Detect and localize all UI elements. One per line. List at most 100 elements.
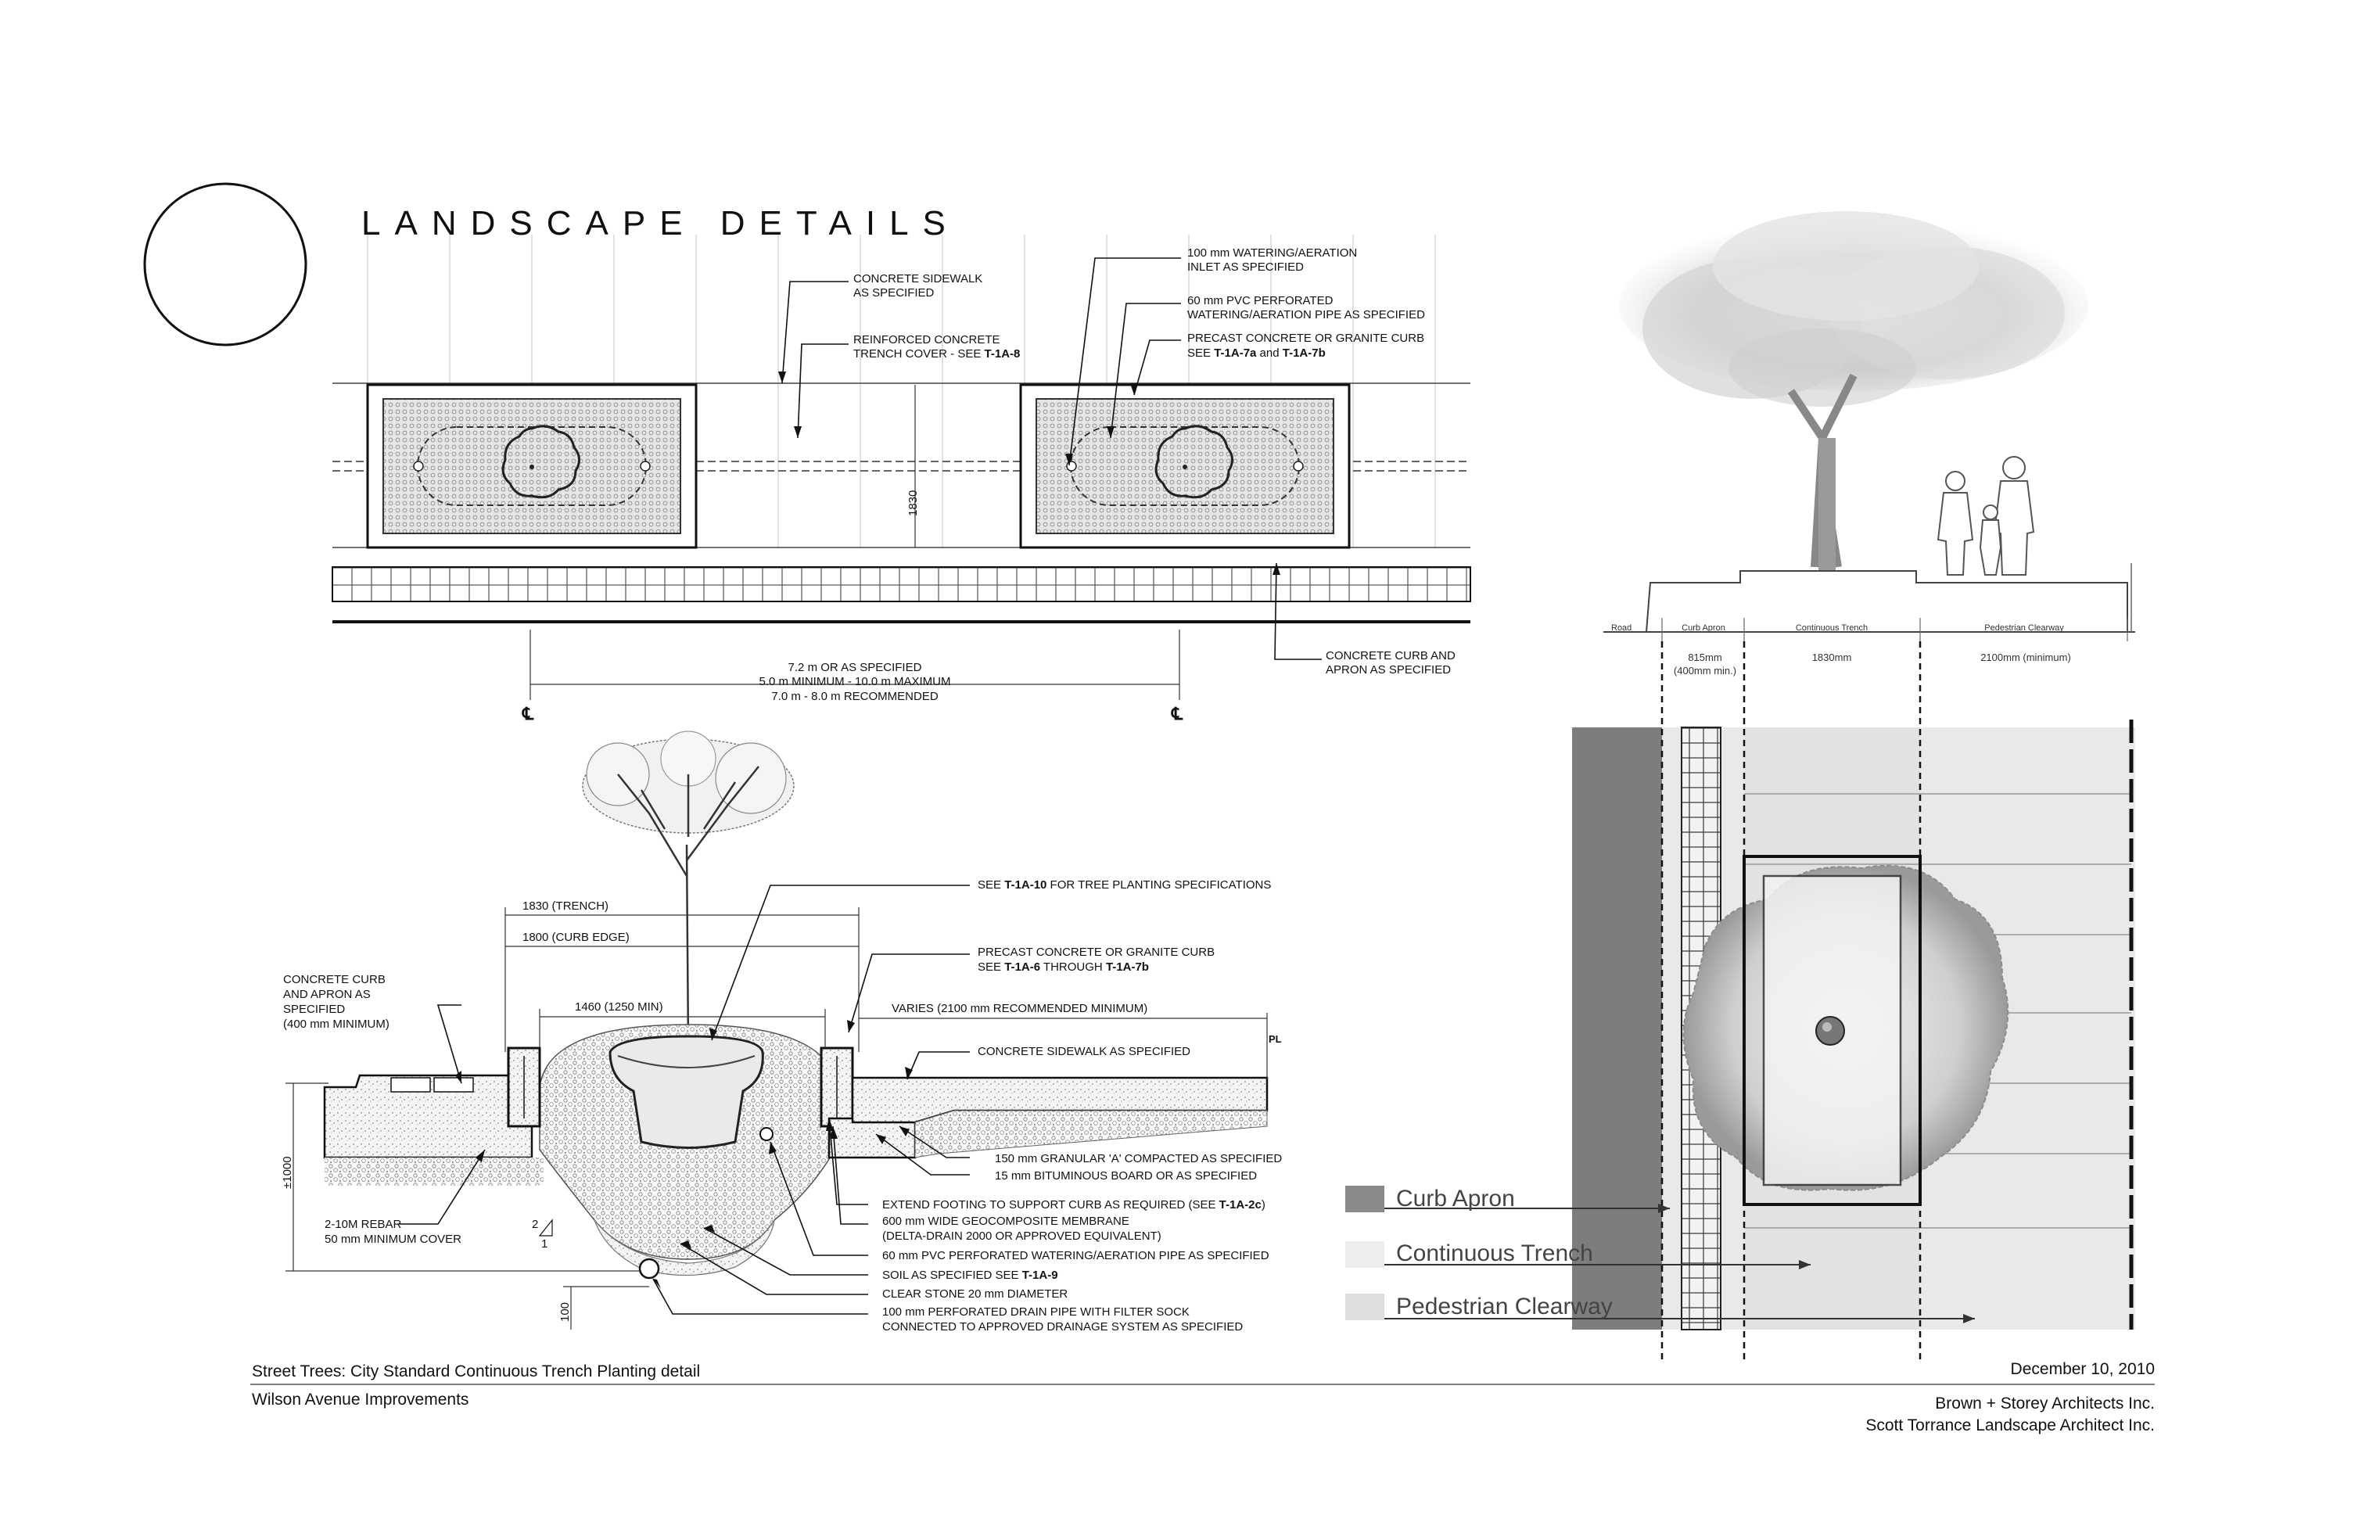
label-trench-cover-1: REINFORCED CONCRETE	[853, 333, 1000, 346]
label-soil-ref: T-1A-9	[1022, 1269, 1058, 1282]
label-sidewalk-1: CONCRETE SIDEWALK	[853, 272, 982, 285]
label-curb-apron-2: APRON AS SPECIFIED	[1326, 663, 1451, 677]
dim-400: (400mm min.)	[1674, 665, 1736, 677]
people-silhouettes	[1937, 456, 2035, 576]
dim-2100: 2100mm (minimum)	[1980, 652, 2071, 663]
centerline-right: ℄	[1171, 704, 1183, 723]
label-stone: CLEAR STONE 20 mm DIAMETER	[882, 1287, 1068, 1301]
dim-slope-run: 1	[541, 1237, 547, 1251]
svg-text:100 mm WATERING/AERATION: 100 mm WATERING/AERATION	[1187, 246, 1357, 260]
label-drain-1: 100 mm PERFORATED DRAIN PIPE WITH FILTER…	[882, 1305, 1190, 1319]
zone-curb-apron: Curb Apron	[1682, 623, 1725, 633]
plan-road-zone	[1572, 727, 1662, 1330]
label-sidewalk-2: AS SPECIFIED	[853, 286, 935, 300]
label-left-curb-1: CONCRETE CURB	[283, 973, 386, 986]
section-view: 1830 (TRENCH) 1800 (CURB EDGE) 1460 (125…	[281, 731, 1282, 1334]
svg-text:5.0 m MINIMUM - 10.0 m MAXIMUM: 5.0 m MINIMUM - 10.0 m MAXIMUM	[759, 675, 950, 688]
svg-text:SPECIFIED: SPECIFIED	[283, 1003, 345, 1016]
label-tree-spec-tail: FOR TREE PLANTING SPECIFICATIONS	[1046, 878, 1271, 892]
svg-text:7.0 m - 8.0 m RECOMMENDED: 7.0 m - 8.0 m RECOMMENDED	[771, 690, 939, 703]
svg-text:(DELTA-DRAIN 2000 OR APPROVED: (DELTA-DRAIN 2000 OR APPROVED EQUIVALENT…	[882, 1229, 1161, 1243]
label-curb-ref2: T-1A-7b	[1283, 346, 1326, 360]
svg-text:AND APRON AS: AND APRON AS	[283, 988, 371, 1001]
label-rebar-1: 2-10M REBAR	[325, 1218, 402, 1231]
svg-text:2-10M REBAR: 2-10M REBAR	[325, 1218, 402, 1231]
svg-text:CONNECTED TO APPROVED DRAINAGE: CONNECTED TO APPROVED DRAINAGE SYSTEM AS…	[882, 1320, 1243, 1334]
label-sec-sidewalk: CONCRETE SIDEWALK AS SPECIFIED	[978, 1045, 1190, 1058]
svg-text:CONCRETE CURB AND: CONCRETE CURB AND	[1326, 649, 1456, 662]
svg-text:7.2 m OR AS SPECIFIED: 7.2 m OR AS SPECIFIED	[788, 661, 922, 674]
svg-text:50 mm MINIMUM COVER: 50 mm MINIMUM COVER	[325, 1233, 461, 1246]
footer-firm-2: Scott Torrance Landscape Architect Inc.	[1865, 1416, 2155, 1434]
svg-text:100 mm PERFORATED DRAIN PIPE W: 100 mm PERFORATED DRAIN PIPE WITH FILTER…	[882, 1305, 1190, 1319]
svg-text:WATERING/AERATION PIPE AS SPEC: WATERING/AERATION PIPE AS SPECIFIED	[1187, 308, 1425, 321]
footer-project: Wilson Avenue Improvements	[252, 1391, 468, 1409]
label-sec-curb-2: SEE	[978, 960, 1004, 974]
dim-slope: 2	[532, 1218, 538, 1231]
label-curb-2: SEE	[1187, 346, 1214, 360]
base-left	[325, 1158, 544, 1186]
label-drain-2: CONNECTED TO APPROVED DRAINAGE SYSTEM AS…	[882, 1320, 1243, 1334]
dim-815: 815mm	[1688, 652, 1721, 663]
label-pvc-2: WATERING/AERATION PIPE AS SPECIFIED	[1187, 308, 1425, 321]
label-soil: SOIL AS SPECIFIED SEE	[882, 1269, 1022, 1282]
svg-text:TRENCH COVER - SEE T-1A-8: TRENCH COVER - SEE T-1A-8	[853, 347, 1020, 361]
legend-label-curb-apron: Curb Apron	[1396, 1186, 1515, 1212]
svg-text:60 mm PVC PERFORATED WATERING/: 60 mm PVC PERFORATED WATERING/AERATION P…	[882, 1249, 1269, 1262]
label-footing-ref: T-1A-2c	[1219, 1198, 1262, 1212]
legend-label-continuous-trench: Continuous Trench	[1396, 1240, 1593, 1266]
legend-swatch-continuous-trench	[1345, 1241, 1384, 1268]
dim-min: 1460 (1250 MIN)	[575, 1000, 663, 1014]
footer-firm-1: Brown + Storey Architects Inc.	[1935, 1395, 2155, 1413]
svg-text:INLET AS SPECIFIED: INLET AS SPECIFIED	[1187, 260, 1304, 274]
label-sec-curb-ref1: T-1A-6	[1004, 960, 1040, 974]
label-footing-tail: )	[1262, 1198, 1265, 1212]
section-tree	[582, 731, 795, 1049]
label-membrane-2: (DELTA-DRAIN 2000 OR APPROVED EQUIVALENT…	[882, 1229, 1161, 1243]
label-pvc-1: 60 mm PVC PERFORATED	[1187, 294, 1334, 307]
dim-stone: 100	[558, 1302, 572, 1322]
svg-text:CONCRETE SIDEWALK AS SPECIFIED: CONCRETE SIDEWALK AS SPECIFIED	[978, 1045, 1190, 1058]
svg-text:60 mm PVC PERFORATED: 60 mm PVC PERFORATED	[1187, 294, 1334, 307]
label-curb-ref1: T-1A-7a	[1214, 346, 1257, 360]
zone-pedestrian-clearway: Pedestrian Clearway	[1984, 623, 2064, 633]
footer-title: Street Trees: City Standard Continuous T…	[252, 1362, 700, 1380]
svg-text:APRON AS SPECIFIED: APRON AS SPECIFIED	[1326, 663, 1451, 677]
svg-text:150 mm GRANULAR 'A' COMPACTED: 150 mm GRANULAR 'A' COMPACTED AS SPECIFI…	[995, 1152, 1282, 1165]
logo-circle	[143, 182, 307, 346]
svg-text:SEE T-1A-7a and T-1A-7b: SEE T-1A-7a and T-1A-7b	[1187, 346, 1326, 360]
label-membrane-1: 600 mm WIDE GEOCOMPOSITE MEMBRANE	[882, 1215, 1129, 1228]
streetscape-plan	[1345, 641, 2135, 1361]
label-granular: 150 mm GRANULAR 'A' COMPACTED AS SPECIFI…	[995, 1152, 1282, 1165]
svg-text:(400 mm MINIMUM): (400 mm MINIMUM)	[283, 1018, 389, 1031]
label-inlet-2: INLET AS SPECIFIED	[1187, 260, 1304, 274]
label-trench-cover-2: TRENCH COVER - SEE	[853, 347, 985, 361]
label-sec-curb-mid: THROUGH	[1040, 960, 1106, 974]
label-rebar-2: 50 mm MINIMUM COVER	[325, 1233, 461, 1246]
svg-text:EXTEND FOOTING TO SUPPORT CURB: EXTEND FOOTING TO SUPPORT CURB AS REQUIR…	[882, 1198, 1265, 1212]
drain-pipe	[638, 1258, 660, 1280]
streetscape-section: Road Curb Apron Continuous Trench Pedest…	[1603, 211, 2135, 677]
dim-trench: 1830 (TRENCH)	[522, 899, 608, 913]
label-inlet-1: 100 mm WATERING/AERATION	[1187, 246, 1357, 260]
legend-swatch-curb-apron	[1345, 1186, 1384, 1212]
dim-1830: 1830mm	[1812, 652, 1852, 663]
label-tree-spec-ref: T-1A-10	[1004, 878, 1046, 892]
label-tree-spec: SEE	[978, 878, 1004, 892]
svg-text:PRECAST CONCRETE OR GRANITE CU: PRECAST CONCRETE OR GRANITE CURB	[1187, 332, 1424, 345]
spacing-line-1: 7.2 m OR AS SPECIFIED	[788, 661, 922, 674]
page-title: LANDSCAPE DETAILS	[361, 204, 960, 242]
label-left-curb-3: SPECIFIED	[283, 1003, 345, 1016]
svg-text:AS SPECIFIED: AS SPECIFIED	[853, 286, 935, 300]
label-left-curb-2: AND APRON AS	[283, 988, 371, 1001]
plan-view: 1830 CONCRETE SIDEWALK AS SPECIFIED REIN…	[332, 235, 1471, 723]
plan-dim-1830: 1830	[906, 490, 920, 516]
svg-text:SEE T-1A-10 FOR TREE PLANTING: SEE T-1A-10 FOR TREE PLANTING SPECIFICAT…	[978, 878, 1271, 892]
label-bituminous: 15 mm BITUMINOUS BOARD OR AS SPECIFIED	[995, 1169, 1257, 1183]
footer-date: December 10, 2010	[2011, 1360, 2155, 1378]
legend-label-pedestrian-clearway: Pedestrian Clearway	[1396, 1294, 1613, 1319]
dim-depth: ±1000	[281, 1156, 294, 1189]
tree-trunk	[1818, 438, 1836, 571]
legend-swatch-pedestrian-clearway	[1345, 1294, 1384, 1320]
label-curb-apron-1: CONCRETE CURB AND	[1326, 649, 1456, 662]
